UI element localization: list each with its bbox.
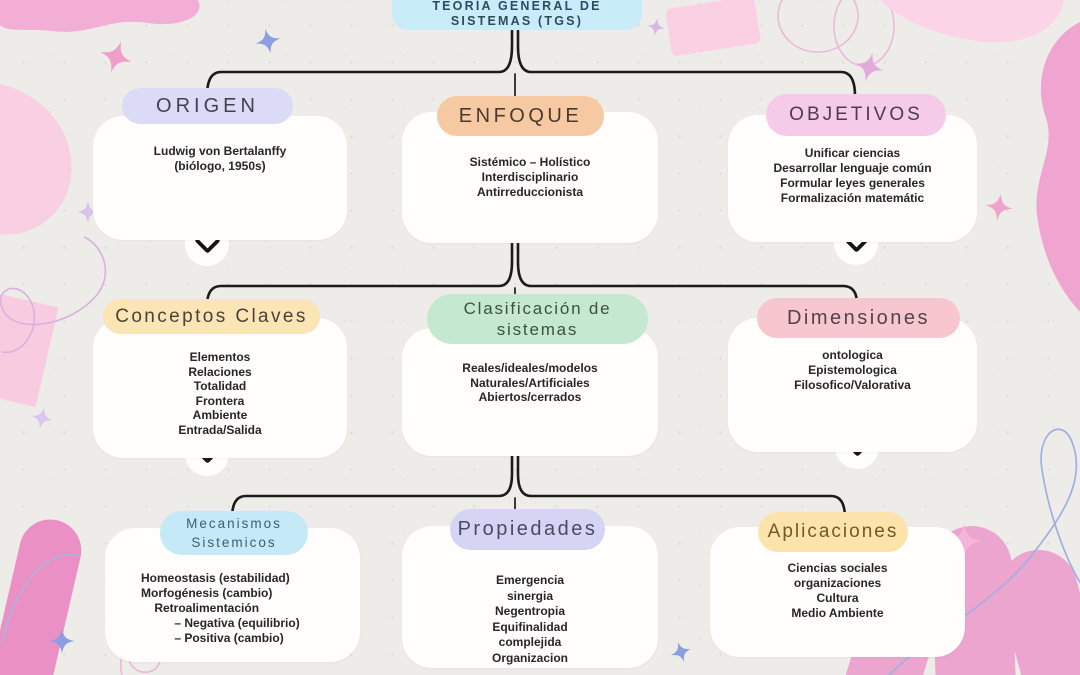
- sparkle-icon: [850, 48, 888, 86]
- sparkle-icon: [49, 628, 75, 654]
- sparkle-icon: [28, 404, 56, 432]
- conceptos-claves-card: Elementos Relaciones Totalidad Frontera …: [93, 318, 347, 458]
- light-pink-blob-left-edge: [0, 84, 72, 235]
- origen-card-body: Ludwig von Bertalanffy (biólogo, 1950s): [153, 144, 287, 173]
- root-node-tgs: TEORÍA GENERAL DE SISTEMAS (TGS): [392, 0, 642, 30]
- pink-ring: [833, 0, 895, 67]
- pink-square-top-center: [665, 0, 761, 56]
- clasificacion-sistemas-header-pill: Clasificación de sistemas: [427, 294, 648, 344]
- aplicaciones-header-pill: Aplicaciones: [758, 512, 908, 552]
- purple-squiggle-left: [0, 236, 107, 353]
- blue-curve-bottom-left: [1, 553, 79, 643]
- enfoque-card: Sistémico – Holístico Interdisciplinario…: [402, 112, 658, 243]
- conceptos-claves-header-pill: Conceptos Claves: [103, 299, 320, 334]
- pink-wave-right-edge: [1036, 22, 1080, 312]
- dimensiones-header-pill: Dimensiones: [757, 298, 960, 338]
- origen-header-pill: ORIGEN: [122, 88, 293, 124]
- pink-wave-top-left: [0, 0, 200, 32]
- pink-blob-bottom-right: [999, 549, 1080, 675]
- enfoque-card-body: Sistémico – Holístico Interdisciplinario…: [469, 155, 591, 199]
- objetivos-card-body: Unificar ciencias Desarrollar lenguaje c…: [773, 146, 932, 205]
- clasificacion-sistemas-card: Reales/ideales/modelos Naturales/Artific…: [402, 328, 658, 456]
- mecanismos-sistemicos-card-body: Homeostasis (estabilidad) Morfogénesis (…: [141, 571, 300, 645]
- pink-square-left-edge: [0, 290, 59, 408]
- propiedades-header-pill: Propiedades: [450, 509, 605, 550]
- branch-root-to-objetivos: [516, 29, 857, 98]
- sparkle-icon: [252, 25, 284, 57]
- mecanismos-sistemicos-header-pill: Mecanismos Sistemicos: [160, 511, 308, 555]
- dimensiones-card-body: ontologica Epistemologica Filosofico/Val…: [794, 348, 911, 392]
- pink-pill-bottom-left: [0, 519, 82, 675]
- pink-ring: [777, 0, 859, 53]
- sparkle-icon: [667, 638, 695, 666]
- conceptos-claves-card-body: Elementos Relaciones Totalidad Frontera …: [178, 350, 262, 437]
- dimensiones-card: ontologica Epistemologica Filosofico/Val…: [728, 318, 977, 452]
- aplicaciones-card-body: Ciencias sociales organizaciones Cultura…: [787, 561, 888, 620]
- clasificacion-sistemas-card-body: Reales/ideales/modelos Naturales/Artific…: [462, 361, 598, 404]
- propiedades-card-body: Emergencia sinergia Negentropia Equifina…: [491, 573, 568, 665]
- sparkle-icon: [645, 16, 667, 38]
- origen-card: Ludwig von Bertalanffy (biólogo, 1950s): [93, 116, 347, 240]
- objetivos-header-pill: OBJETIVOS: [766, 94, 946, 136]
- objetivos-card: Unificar ciencias Desarrollar lenguaje c…: [728, 115, 977, 242]
- sparkle-icon: [983, 191, 1015, 223]
- enfoque-header-pill: ENFOQUE: [437, 96, 604, 136]
- sparkle-icon: [95, 36, 137, 78]
- branch-root-to-origen: [205, 29, 514, 98]
- light-pink-blob-top-right: [880, 0, 1064, 43]
